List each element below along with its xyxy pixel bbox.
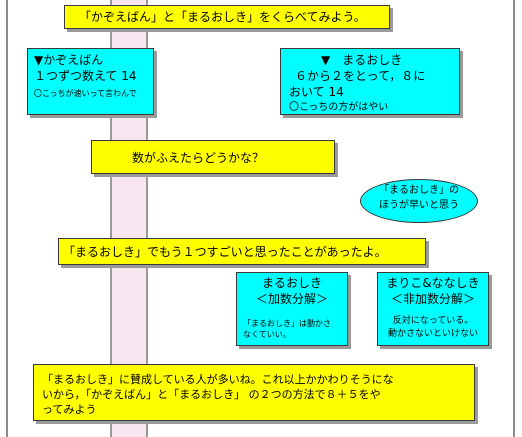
kasuu-bunkai-subtitle: ＜加数分解＞ [255, 292, 328, 307]
title-box: 「かぞえばん」と「まるおしき」をくらべてみよう。 [64, 5, 390, 29]
conclusion-line2: いから，「かぞえばん」と「まるおしき」 の２つの方法で８＋５をや [42, 387, 381, 401]
kasuu-bunkai-title: まるおしき [261, 276, 322, 290]
kazoeban-heading: ▼かぞえばん [34, 53, 104, 67]
kasuu-bunkai-note2: なくていい。 [243, 330, 291, 340]
maruoshiki-heading: ▼ まるおしき [321, 53, 403, 67]
kasuu-bunkai-card: まるおしき ＜加数分解＞ 「まるおしき」は動かさ なくていい。 [236, 272, 348, 346]
bubble-line2: ほうが早いと思う [379, 199, 459, 211]
hi-kasuu-bunkai-note2: 動かさないといけない [387, 328, 478, 339]
left-frame-border [6, 0, 8, 437]
kazoeban-comment: 〇こっちが速いって言わんで [34, 89, 137, 99]
maruoshiki-method-line2: おいて 14 [289, 85, 344, 100]
bubble-line1: 「まるおしき」の [379, 185, 459, 196]
discovery-text: 「まるおしき」でもう１つすごいと思ったことがあったよ。 [63, 245, 387, 259]
hi-kasuu-bunkai-subtitle: ＜非加数分解＞ [390, 292, 475, 307]
speech-bubble: 「まるおしき」の ほうが早いと思う [360, 179, 478, 223]
conclusion-box: 「まるおしき」に賛成している人が多いね。これ以上かかわりそうにな いから，「かぞ… [33, 364, 475, 421]
right-frame-border [513, 0, 515, 437]
question-text: 数がふえたらどうかな？ [132, 151, 265, 165]
title-text: 「かぞえばん」と「まるおしき」をくらべてみよう。 [79, 10, 366, 24]
maruoshiki-method-line1: ６から２をとって，８に [295, 69, 426, 84]
maruoshiki-comment: 〇こっちの方がはやい [289, 101, 389, 113]
kazoeban-method: １つずつ数えて 14 [34, 69, 137, 84]
hi-kasuu-bunkai-title: まりこ&ななしき [386, 276, 480, 290]
kasuu-bunkai-note1: 「まるおしき」は動かさ [243, 319, 331, 329]
conclusion-line3: ってみよう [42, 402, 97, 416]
hi-kasuu-bunkai-card: まりこ&ななしき ＜非加数分解＞ 反対になっている。 動かさないといけない [377, 272, 489, 346]
question-box: 数がふえたらどうかな？ [91, 140, 335, 174]
discovery-box: 「まるおしき」でもう１つすごいと思ったことがあったよ。 [58, 238, 426, 265]
maruoshiki-card: ▼ まるおしき ６から２をとって，８に おいて 14 〇こっちの方がはやい [280, 48, 460, 115]
hi-kasuu-bunkai-note1: 反対になっている。 [392, 316, 474, 327]
conclusion-line1: 「まるおしき」に賛成している人が多いね。これ以上かかわりそうにな [42, 373, 394, 386]
kazoeban-card: ▼かぞえばん １つずつ数えて 14 〇こっちが速いって言わんで [27, 48, 154, 115]
